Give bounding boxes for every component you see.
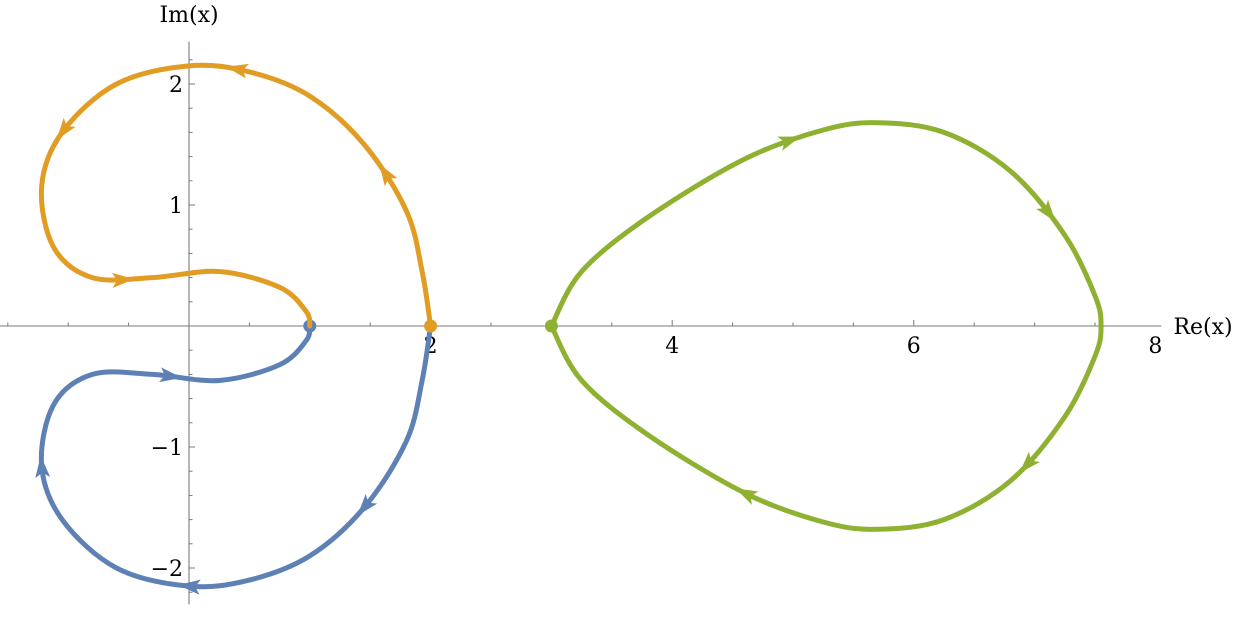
- x-tick-label: 8: [1148, 334, 1162, 359]
- direction-arrow: [178, 579, 201, 595]
- x-axis-label: Re(x): [1173, 315, 1232, 340]
- y-axis-label: Im(x): [159, 3, 218, 28]
- series-line: [548, 120, 1104, 532]
- direction-arrow: [1036, 199, 1056, 222]
- series-line: [38, 62, 434, 329]
- direction-arrow: [35, 455, 51, 479]
- curves: [35, 62, 1104, 595]
- direction-arrow: [225, 63, 250, 79]
- direction-arrow: [357, 493, 378, 516]
- direction-arrow: [1019, 451, 1040, 473]
- series-1: [38, 62, 438, 333]
- y-tick-label: 1: [169, 194, 183, 219]
- y-tick-label: 2: [169, 73, 183, 98]
- start-point-marker: [544, 319, 558, 333]
- y-tick-label: −1: [151, 436, 183, 461]
- series-0: [35, 319, 434, 595]
- direction-arrow: [56, 117, 76, 140]
- y-tick-label: −2: [151, 557, 183, 582]
- direction-arrow: [379, 163, 398, 187]
- direction-arrow: [777, 136, 801, 151]
- x-tick-label: 6: [907, 334, 921, 359]
- series-line: [38, 323, 434, 590]
- direction-arrow: [111, 272, 135, 288]
- start-point-marker: [424, 319, 438, 333]
- direction-arrow: [735, 488, 759, 505]
- tick-marks: [7, 59, 1096, 593]
- x-tick-label: 4: [665, 334, 679, 359]
- direction-arrow: [159, 367, 182, 383]
- series-2: [544, 120, 1104, 532]
